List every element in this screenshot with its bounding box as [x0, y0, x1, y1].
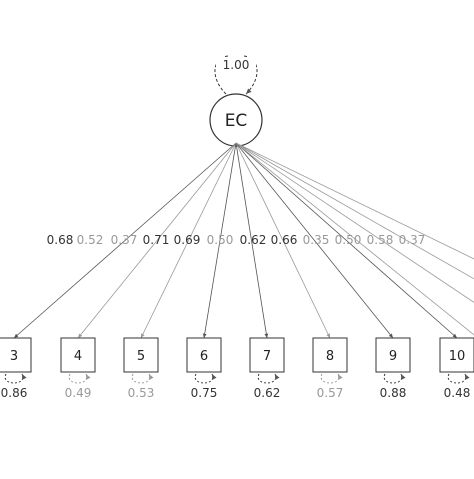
indicator-box[interactable]: [312, 337, 348, 373]
error-variance-label: 0.86: [1, 386, 28, 400]
loading-path: [140, 142, 237, 339]
error-variance-loop: [68, 373, 91, 384]
loading-label: 0.58: [367, 233, 394, 247]
indicator-label: 5: [137, 349, 145, 364]
loading-path: [13, 142, 237, 339]
loading-label: 0.37: [399, 233, 426, 247]
latent-variance-loop: [214, 55, 258, 94]
indicator-label: 10: [449, 349, 466, 364]
loading-path: [235, 142, 458, 339]
error-variance-label: 0.48: [444, 386, 471, 400]
error-variance-label: 0.49: [65, 386, 92, 400]
error-variance-label: 0.57: [317, 386, 344, 400]
indicator-box[interactable]: [439, 337, 474, 373]
indicator-label: 6: [200, 349, 208, 364]
loading-path: [235, 142, 474, 260]
error-variance-loop: [257, 373, 280, 384]
loading-label: 0.66: [271, 233, 298, 247]
error-variance-loop: [320, 373, 343, 384]
error-variance-label: 0.88: [380, 386, 407, 400]
loading-label: 0.37: [111, 233, 138, 247]
error-variance-loop: [447, 373, 470, 384]
loading-path: [235, 142, 474, 280]
indicator-box[interactable]: [249, 337, 285, 373]
indicator-label: 9: [389, 349, 397, 364]
loading-label: 0.62: [240, 233, 267, 247]
indicator-label: 4: [74, 349, 82, 364]
error-variance-loop: [4, 373, 27, 384]
error-variance-label: 0.62: [254, 386, 281, 400]
indicator-label: 3: [10, 349, 18, 364]
latent-node-ec[interactable]: [209, 93, 263, 147]
loading-path: [235, 142, 269, 339]
indicator-label: 8: [326, 349, 334, 364]
loading-path: [235, 142, 474, 336]
indicator-label: 7: [263, 349, 271, 364]
loading-path: [235, 142, 331, 339]
error-variance-loop: [131, 373, 154, 384]
latent-variance-label-bg: [216, 57, 256, 73]
indicator-box[interactable]: [375, 337, 411, 373]
error-variance-loop: [194, 373, 217, 384]
latent-node-label: EC: [225, 111, 248, 131]
loading-path: [235, 142, 474, 303]
latent-variance-label: 1.00: [223, 58, 250, 72]
loading-path: [235, 142, 394, 339]
loading-label: 0.68: [47, 233, 74, 247]
loading-path: [77, 142, 237, 339]
indicator-box[interactable]: [186, 337, 222, 373]
indicator-box[interactable]: [123, 337, 159, 373]
loading-label: 0.35: [303, 233, 330, 247]
error-variance-label: 0.75: [191, 386, 218, 400]
loading-label: 0.50: [335, 233, 362, 247]
loading-label: 0.50: [207, 233, 234, 247]
error-variance-label: 0.53: [128, 386, 155, 400]
indicator-box[interactable]: [60, 337, 96, 373]
loading-label: 0.52: [77, 233, 104, 247]
loading-label: 0.69: [174, 233, 201, 247]
indicator-box[interactable]: [0, 337, 32, 373]
loading-path: [202, 142, 237, 339]
loading-label: 0.71: [143, 233, 170, 247]
error-variance-loop: [383, 373, 406, 384]
